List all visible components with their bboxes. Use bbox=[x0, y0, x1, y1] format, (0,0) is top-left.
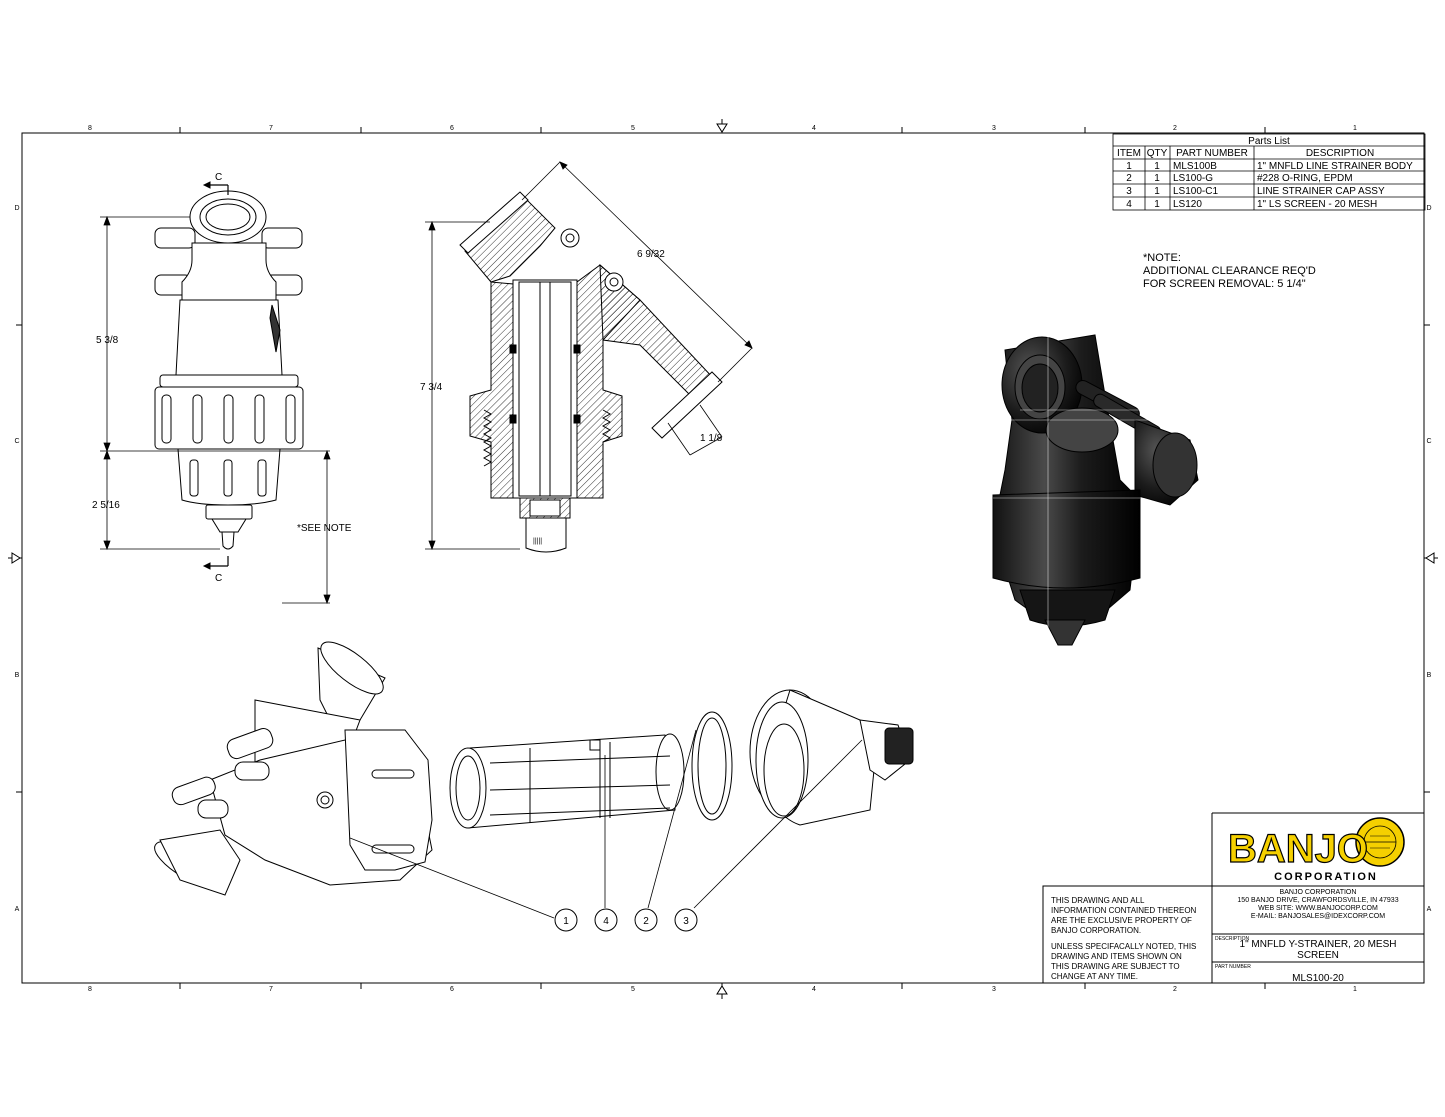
zone-row-label: A bbox=[15, 906, 20, 913]
description-label: DESCRIPTION bbox=[1215, 936, 1250, 942]
zone-col-label: 7 bbox=[269, 125, 273, 132]
note-line: *NOTE: bbox=[1143, 252, 1181, 264]
exploded-view: OUTLET INLET BANJO bbox=[154, 641, 914, 896]
disclaimer-line: DRAWING AND ITEMS SHOWN ON bbox=[1051, 952, 1182, 961]
description-line: SCREEN bbox=[1297, 950, 1339, 961]
disclaimer-line: THIS DRAWING ARE SUBJECT TO bbox=[1051, 962, 1180, 971]
zone-col-label: 2 bbox=[1173, 125, 1177, 132]
front-view bbox=[154, 181, 304, 570]
zone-col-label: 7 bbox=[269, 986, 273, 993]
svg-text:|||||: ||||| bbox=[533, 538, 542, 545]
parts-list-cell: 2 bbox=[1126, 173, 1132, 184]
dimension-label: 1 1/8 bbox=[700, 433, 723, 444]
zone-col-label: 3 bbox=[992, 986, 996, 993]
parts-list-cell: 1 bbox=[1126, 161, 1132, 172]
zone-col-label: 4 bbox=[812, 125, 816, 132]
disclaimer-line: ARE THE EXCLUSIVE PROPERTY OF bbox=[1051, 916, 1192, 925]
parts-list-cell: MLS100B bbox=[1173, 161, 1217, 172]
banjo-logo: BANJO CORPORATION bbox=[1227, 817, 1422, 883]
parts-list-header: QTY bbox=[1147, 148, 1168, 159]
zone-row-label: D bbox=[14, 205, 19, 212]
parts-list-cell: LS120 bbox=[1173, 199, 1202, 210]
parts-list-cell: 1" MNFLD LINE STRAINER BODY bbox=[1257, 161, 1413, 172]
company-address: 150 BANJO DRIVE, CRAWFORDSVILLE, IN 4793… bbox=[1237, 897, 1398, 904]
zone-col-label: 6 bbox=[450, 125, 454, 132]
balloons: 1 4 2 3 bbox=[554, 908, 698, 932]
title-block: BANJO CORPORATION BANJO CORPORATION 150 … bbox=[1042, 812, 1425, 984]
dimension-label: 7 3/4 bbox=[420, 382, 443, 393]
balloon-label: 3 bbox=[683, 916, 689, 927]
zone-col-label: 5 bbox=[631, 125, 635, 132]
disclaimer-line: CHANGE AT ANY TIME. bbox=[1051, 972, 1138, 981]
zone-col-label: 8 bbox=[88, 125, 92, 132]
disclaimer-line: THIS DRAWING AND ALL bbox=[1051, 896, 1145, 905]
zone-col-label: 2 bbox=[1173, 986, 1177, 993]
note-line: FOR SCREEN REMOVAL: 5 1/4" bbox=[1143, 278, 1306, 290]
parts-list-cell: LS100-C1 bbox=[1173, 186, 1218, 197]
parts-list-cell: 1" LS SCREEN - 20 MESH bbox=[1257, 199, 1377, 210]
balloon-label: 4 bbox=[603, 916, 609, 927]
parts-list-cell: 1 bbox=[1154, 161, 1160, 172]
balloon-label: 2 bbox=[643, 916, 649, 927]
parts-list-cell: LS100-G bbox=[1173, 173, 1213, 184]
exploded-part-body bbox=[154, 641, 433, 896]
parts-list-cell: LINE STRAINER CAP ASSY bbox=[1257, 186, 1385, 197]
zone-row-label: D bbox=[1426, 205, 1431, 212]
zone-col-label: 1 bbox=[1353, 125, 1357, 132]
dimension-label: 6 9/32 bbox=[637, 249, 665, 260]
disclaimer-line: UNLESS SPECIFACALLY NOTED, THIS bbox=[1051, 942, 1196, 951]
see-note-label: *SEE NOTE bbox=[297, 523, 352, 534]
parts-list-cell: 1 bbox=[1154, 199, 1160, 210]
sheet-border bbox=[8, 119, 1438, 999]
zone-col-label: 6 bbox=[450, 986, 454, 993]
zone-row-label: B bbox=[15, 672, 20, 679]
zone-col-label: 3 bbox=[992, 125, 996, 132]
note-line: ADDITIONAL CLEARANCE REQ'D bbox=[1143, 265, 1316, 277]
dimension-label: 2 5/16 bbox=[92, 500, 120, 511]
zone-col-label: 4 bbox=[812, 986, 816, 993]
parts-list-header: ITEM bbox=[1117, 148, 1141, 159]
description-line: 1" MNFLD Y-STRAINER, 20 MESH bbox=[1240, 939, 1397, 950]
logo-text: BANJO bbox=[1228, 827, 1368, 871]
parts-list-title: Parts List bbox=[1248, 136, 1290, 147]
company-website: WEB SITE: WWW.BANJOCORP.COM bbox=[1258, 905, 1378, 912]
exploded-part-screen bbox=[449, 733, 685, 829]
section-view: ||||| bbox=[459, 191, 723, 553]
parts-list-cell: 4 bbox=[1126, 199, 1132, 210]
parts-list-cell: 3 bbox=[1126, 186, 1132, 197]
dimension-label: 5 3/8 bbox=[96, 335, 119, 346]
parts-list-cell: 1 bbox=[1154, 186, 1160, 197]
clearance-note: *NOTE: ADDITIONAL CLEARANCE REQ'D FOR SC… bbox=[1143, 252, 1316, 290]
exploded-part-oring bbox=[691, 711, 733, 821]
zone-row-label: C bbox=[14, 438, 19, 445]
parts-list-table: Parts List ITEM QTY PART NUMBER DESCRIPT… bbox=[1112, 133, 1426, 211]
parts-list-header: PART NUMBER bbox=[1176, 148, 1248, 159]
company-email: E-MAIL: BANJOSALES@IDEXCORP.COM bbox=[1251, 913, 1385, 920]
balloon-label: 1 bbox=[563, 916, 569, 927]
zone-row-label: B bbox=[1427, 672, 1432, 679]
zone-row-label: C bbox=[1426, 438, 1431, 445]
balloon-leaders bbox=[349, 729, 863, 919]
zone-col-label: 1 bbox=[1353, 986, 1357, 993]
logo-subtitle: CORPORATION bbox=[1274, 871, 1378, 883]
exploded-part-cap bbox=[749, 689, 914, 826]
parts-list-cell: 1 bbox=[1154, 173, 1160, 184]
parts-list-header: DESCRIPTION bbox=[1306, 148, 1374, 159]
zone-labels: 8 7 6 5 4 3 2 1 8 7 6 5 4 3 2 1 D C B A … bbox=[14, 125, 1431, 993]
company-name: BANJO CORPORATION bbox=[1280, 889, 1357, 896]
disclaimer-line: BANJO CORPORATION. bbox=[1051, 926, 1141, 935]
section-marker: C bbox=[215, 172, 222, 183]
zone-col-label: 8 bbox=[88, 986, 92, 993]
part-number: MLS100-20 bbox=[1292, 973, 1344, 984]
front-view-dimensions bbox=[100, 215, 331, 605]
section-marker: C bbox=[215, 573, 222, 584]
disclaimer-line: INFORMATION CONTAINED THEREON bbox=[1051, 906, 1197, 915]
part-number-label: PART NUMBER bbox=[1215, 964, 1251, 970]
zone-row-label: A bbox=[1427, 906, 1432, 913]
isometric-view bbox=[992, 330, 1200, 646]
zone-col-label: 5 bbox=[631, 986, 635, 993]
section-view-dimensions bbox=[425, 161, 753, 551]
parts-list-cell: #228 O-RING, EPDM bbox=[1257, 173, 1353, 184]
